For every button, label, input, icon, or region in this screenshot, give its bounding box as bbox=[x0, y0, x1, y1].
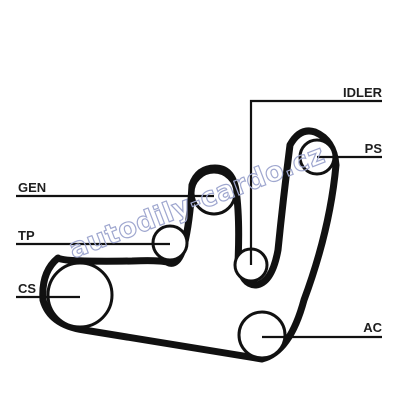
idler-label: IDLER bbox=[343, 85, 383, 100]
ac-label: AC bbox=[363, 320, 382, 335]
cs-pulley bbox=[46, 261, 114, 329]
watermark-text: autodily-cardo.cz bbox=[65, 139, 330, 265]
gen-label: GEN bbox=[18, 180, 46, 195]
idler-leader-line bbox=[249, 99, 382, 265]
tp-label: TP bbox=[18, 228, 35, 243]
ps-label: PS bbox=[365, 141, 383, 156]
cs-label: CS bbox=[18, 281, 36, 296]
ac-pulley bbox=[237, 310, 287, 360]
gen-pulley bbox=[191, 170, 237, 216]
